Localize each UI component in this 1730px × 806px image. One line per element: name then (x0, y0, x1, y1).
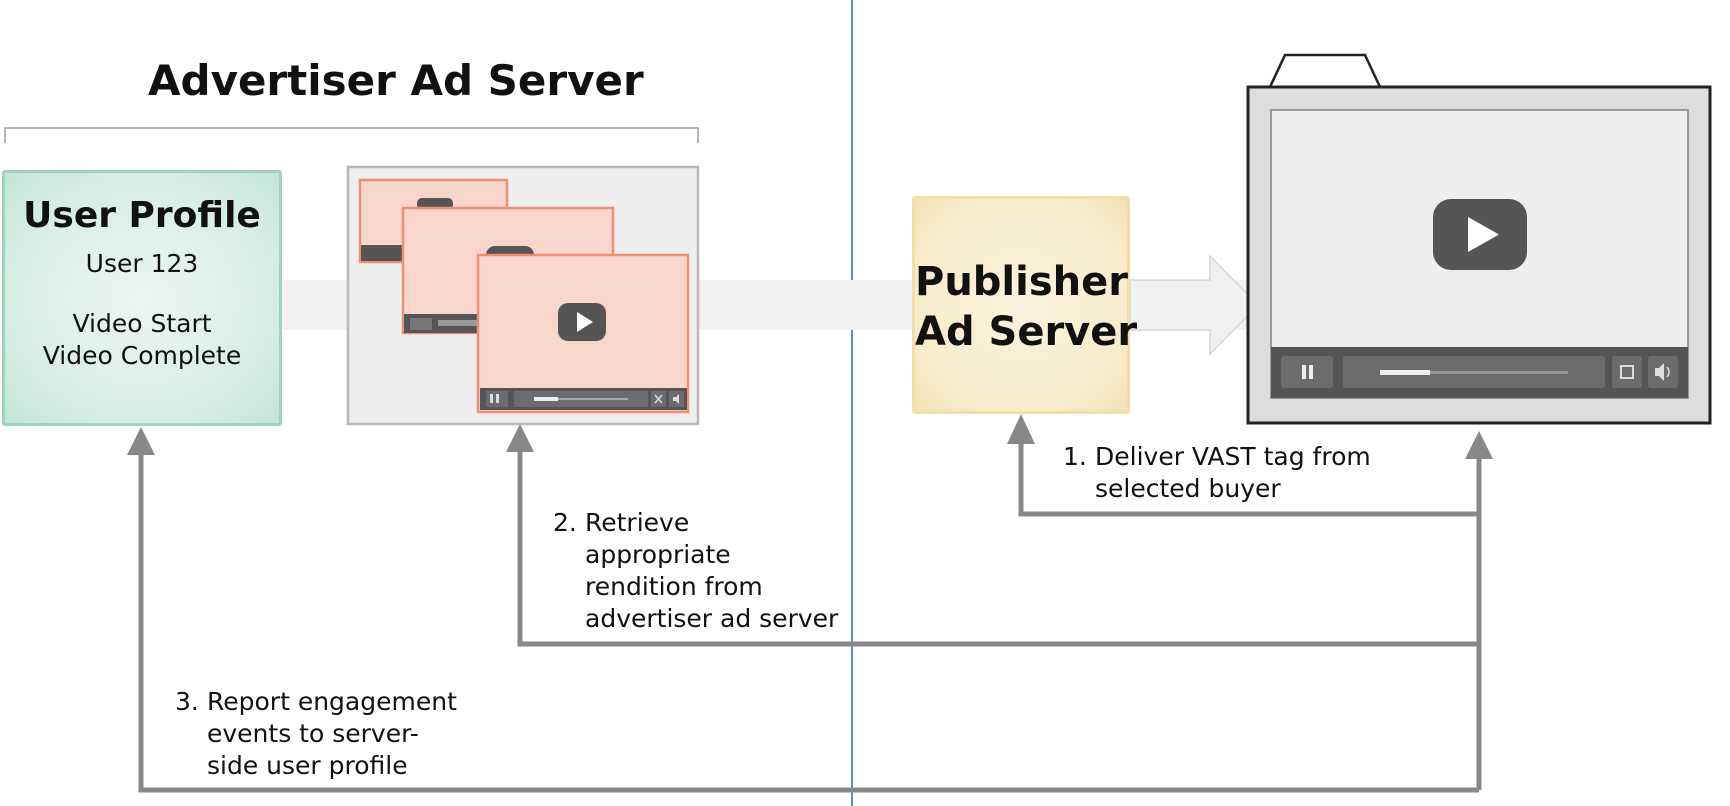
step-1-line-2: selected buyer (1095, 474, 1281, 503)
play-icon (558, 303, 606, 341)
step-3-connector (138, 448, 1479, 793)
ad-renditions-stack (346, 165, 700, 426)
event-video-complete: Video Complete (42, 341, 242, 370)
step-3-label: 3. Report engagement events to server- si… (175, 686, 457, 782)
step-2-line-2: appropriate (585, 540, 731, 569)
step-2-label: 2. Retrieve appropriate rendition from ad… (553, 507, 838, 635)
step-1-line-1: Deliver VAST tag from (1095, 442, 1371, 471)
step-1-label: 1. Deliver VAST tag from selected buyer (1063, 441, 1371, 505)
user-id: User 123 (85, 249, 199, 278)
event-video-start: Video Start (72, 309, 212, 338)
step-3-line-3: side user profile (207, 751, 408, 780)
step-3-number: 3. (175, 687, 199, 716)
advertiser-bracket (4, 127, 699, 143)
pause-icon (1281, 356, 1333, 388)
advertiser-ad-server-title: Advertiser Ad Server (148, 56, 644, 105)
step-1-arrowhead (1007, 414, 1035, 444)
publisher-ad-server-box: Publisher Ad Server (912, 196, 1138, 414)
publisher-title-line1: Publisher (915, 259, 1128, 305)
publisher-title-line2: Ad Server (915, 309, 1138, 355)
step-3-line-1: Report engagement (207, 687, 457, 716)
step-1-connector (1018, 438, 1479, 517)
flow-arrow-head (1129, 254, 1260, 356)
player-arrowhead (1465, 431, 1493, 459)
step-3-arrowhead (127, 427, 155, 455)
step-2-line-3: rendition from (585, 572, 763, 601)
step-2-arrowhead (506, 424, 534, 452)
step-1-number: 1. (1063, 442, 1087, 471)
user-profile-title: User Profile (23, 195, 261, 236)
step-2-line-1: Retrieve (585, 508, 690, 537)
step-2-line-4: advertiser ad server (585, 604, 839, 633)
step-2-connector (517, 447, 1479, 647)
video-player (1246, 53, 1712, 425)
step-2-number: 2. (553, 508, 577, 537)
ad-rendition-front (476, 253, 690, 414)
user-profile-box: User Profile User 123 Video Start Video … (2, 170, 282, 426)
step-3-line-2: events to server- (207, 719, 419, 748)
play-icon (1433, 199, 1527, 270)
fullscreen-icon (1612, 356, 1642, 388)
volume-icon (1648, 356, 1678, 388)
progress-bar (1343, 356, 1605, 388)
